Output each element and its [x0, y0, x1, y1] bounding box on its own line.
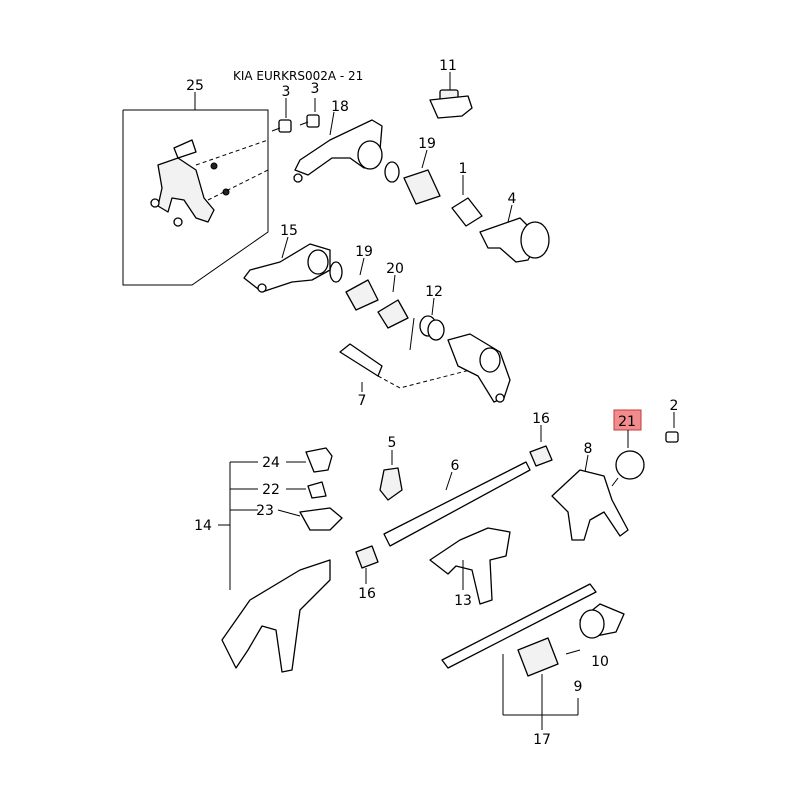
callout-9: 9 — [574, 679, 583, 695]
callout-8: 8 — [584, 441, 593, 457]
callout-19: 19 — [418, 136, 436, 152]
part-18-lever — [293, 111, 383, 183]
callout-17: 17 — [533, 732, 551, 748]
part-11-switch — [429, 72, 473, 119]
callout-1: 1 — [459, 161, 468, 177]
part-7-bolt — [339, 343, 471, 392]
callout-14: 14 — [194, 518, 212, 534]
part-14-group — [218, 447, 343, 673]
callout-18: 18 — [331, 99, 349, 115]
callout-24: 24 — [262, 455, 280, 471]
part-3-bolts — [271, 98, 320, 133]
part-19-upper-bushing — [384, 149, 441, 205]
part-15-lever — [243, 236, 331, 293]
callout-3: 3 — [311, 81, 320, 97]
part-8-fork — [551, 454, 629, 541]
callout-22: 22 — [262, 482, 280, 498]
part-16-lower-bushing — [355, 545, 379, 584]
callout-20: 20 — [386, 261, 404, 277]
callout-6: 6 — [451, 458, 460, 474]
part-17-group — [441, 583, 625, 730]
part-5-switch — [379, 450, 403, 501]
part-25-assembly — [122, 92, 269, 286]
callout-4: 4 — [508, 191, 517, 207]
part-6-shift-rail — [383, 461, 531, 547]
select-lever-assembly — [447, 333, 511, 403]
part-12-ring — [409, 297, 445, 351]
callout-16: 16 — [358, 586, 376, 602]
callout-2: 2 — [670, 398, 679, 414]
callout-25: 25 — [186, 78, 204, 94]
callout-labels: 25 3 3 18 11 19 1 4 15 19 20 12 7 2 21 1… — [186, 58, 678, 748]
callout-16: 16 — [532, 411, 550, 427]
callout-15: 15 — [280, 223, 298, 239]
callout-21: 21 — [618, 414, 636, 430]
part-13-fork — [429, 527, 511, 605]
part-2-bolt — [665, 412, 679, 443]
callout-3: 3 — [282, 84, 291, 100]
callout-23: 23 — [256, 503, 274, 519]
part-16-upper-bushing — [529, 425, 553, 467]
part-1-bearing — [451, 175, 483, 227]
callout-11: 11 — [439, 58, 457, 74]
part-20-bushing — [377, 274, 409, 329]
callout-5: 5 — [388, 435, 397, 451]
part-4-shaft — [479, 204, 550, 263]
callout-19: 19 — [355, 244, 373, 260]
callout-12: 12 — [425, 284, 443, 300]
callout-13: 13 — [454, 593, 472, 609]
callout-10: 10 — [591, 654, 609, 670]
part-19-mid-bushing — [329, 257, 379, 311]
part-21-cam — [611, 409, 645, 487]
callout-7: 7 — [358, 393, 367, 409]
diagram-title: KIA EURKRS002A - 21 — [233, 69, 363, 83]
